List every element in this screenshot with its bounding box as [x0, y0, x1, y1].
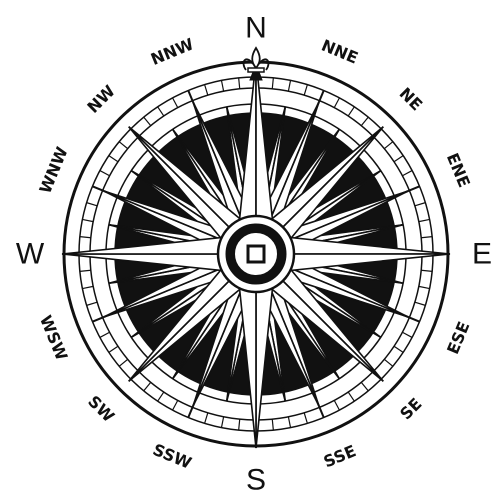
direction-label-nne: NNE [319, 36, 361, 68]
fleur-petal-center [252, 48, 260, 68]
hub-square [248, 246, 264, 262]
direction-label-nnw: NNW [148, 34, 197, 69]
direction-label-w: W [16, 238, 45, 271]
direction-label-e: E [472, 238, 492, 271]
direction-label-sw: SW [84, 392, 118, 426]
direction-label-se: SE [396, 394, 425, 423]
compass-hub [218, 216, 294, 292]
direction-label-ne: NE [396, 84, 427, 115]
direction-label-ene: ENE [443, 150, 474, 190]
fleur-band [248, 68, 264, 72]
direction-label-wsw: WSW [36, 313, 72, 364]
direction-label-sse: SSE [321, 441, 359, 471]
direction-label-s: S [246, 464, 266, 497]
direction-label-nw: NW [83, 81, 119, 117]
direction-label-ssw: SSW [150, 440, 195, 473]
direction-label-wnw: WNW [36, 144, 72, 197]
direction-label-n: N [245, 12, 267, 45]
direction-label-ese: ESE [443, 319, 473, 357]
